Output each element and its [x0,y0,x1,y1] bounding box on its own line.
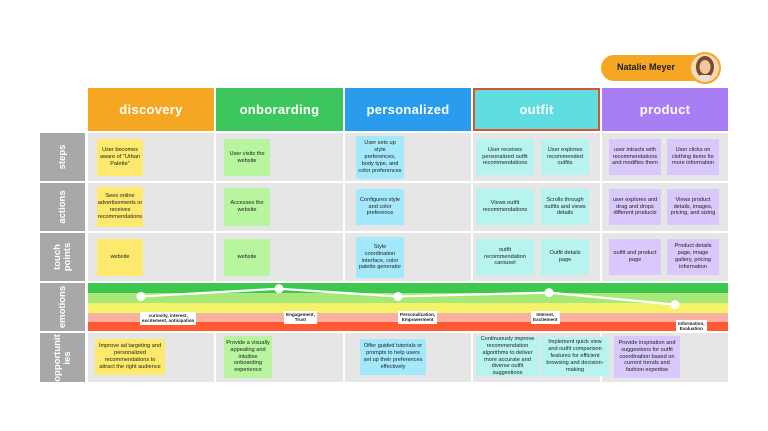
emotion-band-5 [88,322,728,331]
row-label-touch-b: points [61,242,73,272]
emotion-text: Information, [678,321,705,326]
sticky-note[interactable]: User sets up style preferences, body typ… [356,136,404,179]
row-label-touch-a: touch [51,244,63,270]
sticky-note[interactable]: Improve ad targeting and personalized re… [95,339,165,375]
emotion-text: Personalization, [400,312,436,317]
emotion-text: Empowerment [401,317,434,323]
stage-personalized[interactable]: personalized [345,88,471,131]
sticky-note[interactable]: Views outfit recommendations [476,189,534,225]
emotion-label-outfit: Interest,Excitement [531,311,560,324]
stage-onborarding-label: onborarding [239,102,320,117]
emotion-point-onborarding[interactable] [274,284,284,294]
emotion-point-personalized[interactable] [393,291,403,301]
sticky-note[interactable]: outfit recommendation carousel [476,239,534,275]
emotion-text: Excitement [533,317,558,323]
sticky-note[interactable]: Sees online advertisements or receives r… [97,187,143,227]
stage-outfit[interactable]: outfit [473,88,600,131]
emotion-line [140,287,676,306]
emotion-label-onborarding: Engagement,Trust [284,311,317,324]
row-label-steps-text: steps [56,144,68,170]
sticky-note[interactable]: User explores recommended outfits [541,139,589,175]
sticky-note[interactable]: outfit and product page [609,239,661,275]
emotion-text: Engagement, [286,312,315,317]
stage-discovery-label: discovery [119,102,183,117]
emotion-text: curiosity, interest, [148,313,188,318]
sticky-note[interactable]: User becomes aware of "Urban Palette" [97,139,143,176]
emotion-text: Trust [294,317,307,323]
emotion-band-3 [88,303,728,313]
emotion-label-personalized: Personalization,Empowerment [398,311,438,324]
stage-onborarding[interactable]: onborarding [216,88,343,131]
stage-product[interactable]: product [602,88,728,131]
sticky-note[interactable]: Configures style and color preference [356,189,404,225]
row-label-opp-a: opportunit [51,333,63,382]
sticky-note[interactable]: User visits the website [224,139,270,176]
sticky-note[interactable]: Provide inspiration and suggestions for … [614,336,680,378]
emotion-point-outfit[interactable] [544,288,554,298]
sticky-note[interactable]: User clicks on clothing items for more i… [667,139,719,175]
sticky-note[interactable]: Views product details, images, pricing, … [667,189,719,225]
sticky-note[interactable]: user explores and drag and drops differe… [609,189,661,225]
row-label-steps: steps [40,133,85,181]
row-label-opp-b: ies [61,350,73,365]
persona-avatar [689,52,721,84]
row-label-emotions-text: emotions [56,285,68,329]
emotion-label-discovery: curiosity, interest,excitement, anticipa… [140,312,197,325]
sticky-note[interactable]: Continuously improve recommendation algo… [476,336,539,376]
emotion-text: excitement, anticipation [142,318,195,324]
sticky-note[interactable]: Offer guided tutorials or prompts to hel… [360,339,426,375]
stage-personalized-label: personalized [366,102,450,117]
row-label-emotions: emotions [40,283,85,331]
emotion-curve [136,284,680,310]
stage-discovery[interactable]: discovery [88,88,214,131]
stage-product-label: product [639,102,691,117]
emotion-band-2 [88,293,728,303]
sticky-note[interactable]: User receives personalized outfit recomm… [476,139,534,175]
stage-outfit-label: outfit [519,102,554,117]
emotion-point-discovery[interactable] [136,291,146,301]
emotion-text: Evaluation [679,326,703,332]
sticky-note[interactable]: website [224,239,270,276]
persona-name: Natalie Meyer [617,62,676,72]
sticky-note[interactable]: Implement quick view and outfit comparis… [541,337,609,376]
emotion-point-product[interactable] [670,300,680,310]
row-label-actions-text: actions [56,190,68,224]
sticky-note[interactable]: Outfit details page [541,239,589,275]
sticky-note[interactable]: Product details page, image gallery, pri… [667,239,719,275]
sticky-note[interactable]: user intracts with recommendations and m… [609,139,661,175]
emotion-text: Interest, [536,312,555,317]
sticky-note[interactable]: Provide a visually appealing and intuiti… [224,336,272,378]
row-label-actions: actions [40,183,85,231]
emotion-band-1 [88,283,728,293]
sticky-note[interactable]: Style coordination interface, color pale… [356,237,404,278]
emotion-label-product: Information,Evaluation [676,320,707,333]
sticky-note[interactable]: website [97,239,143,276]
sticky-note[interactable]: Scrolls through outfits and views detail… [541,189,589,225]
sticky-note[interactable]: Accesses the website [224,188,270,226]
